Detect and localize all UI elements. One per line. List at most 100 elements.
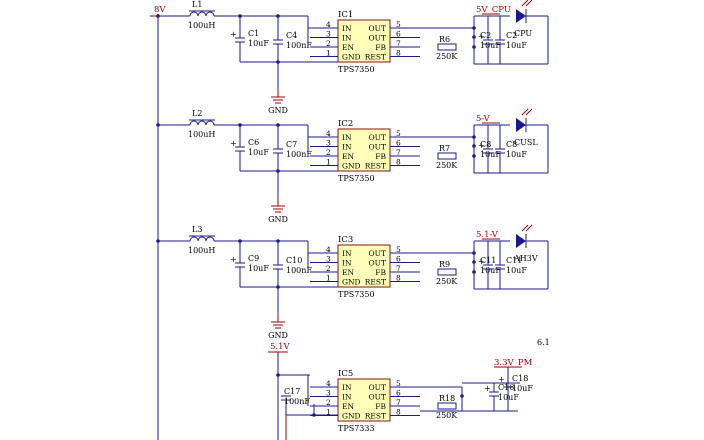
capacitor-value: 10uF <box>506 150 527 159</box>
output-net-label: 5V_CPU <box>476 5 511 15</box>
ic-pin-name-right: OUT <box>369 393 386 402</box>
ic-pin-number-left: 3 <box>326 30 331 39</box>
ic-pin-name-right: REST <box>365 162 386 171</box>
capacitor-value: 10uF <box>506 41 527 50</box>
junction-dot <box>156 14 160 18</box>
inductor-ref: L3 <box>192 225 202 234</box>
junction-dot <box>276 239 280 243</box>
ic-pin-name-left: EN <box>342 152 354 161</box>
led-triangle <box>516 118 526 132</box>
capacitor-value: 10uF <box>498 393 519 402</box>
ic-pin-number-left: 4 <box>326 245 331 254</box>
input-net-label: 5.1V <box>270 342 291 352</box>
ic-pin-name-right: OUT <box>369 249 386 258</box>
ic-pin-number-right: 7 <box>396 148 401 157</box>
capacitor-value: 10uF <box>248 148 269 157</box>
capacitor-ref: C6 <box>248 138 259 147</box>
inductor-coil <box>189 236 215 242</box>
ic-pin-name-right: OUT <box>369 34 386 43</box>
ic-pin-number-left: 4 <box>326 20 331 29</box>
junction-dot <box>276 123 280 127</box>
ic-pin-number-right: 5 <box>396 379 401 388</box>
led-label: CPU <box>514 29 532 38</box>
junction-dot <box>472 26 476 30</box>
ic-pin-number-left: 3 <box>326 255 331 264</box>
ground-label: GND <box>268 215 288 224</box>
ic-pin-number-right: 5 <box>396 129 401 138</box>
junction-dot <box>238 239 242 243</box>
ic-pin-number-right: 5 <box>396 20 401 29</box>
ic-ref: IC1 <box>338 10 353 20</box>
ic-pin-number-right: 6 <box>396 30 401 39</box>
junction-dot <box>472 35 476 39</box>
junction-dot <box>238 14 242 18</box>
ic-pin-name-left: IN <box>342 393 352 402</box>
junction-dot <box>472 144 476 148</box>
junction-dot <box>472 251 476 255</box>
junction-dot <box>156 123 160 127</box>
ic-pin-number-right: 8 <box>396 158 401 167</box>
ic-pin-name-left: GND <box>342 412 361 421</box>
capacitor-polarity: + <box>498 375 505 384</box>
capacitor-value: 100nF <box>286 41 312 50</box>
junction-dot <box>472 260 476 264</box>
resistor-value: 250K <box>436 277 458 286</box>
resistor-body <box>437 152 457 160</box>
junction-dot <box>156 239 160 243</box>
ic-pin-number-right: 7 <box>396 398 401 407</box>
led-label: CUSL <box>514 138 538 147</box>
ic-pin-number-right: 8 <box>396 274 401 283</box>
ic-pin-name-right: OUT <box>369 133 386 142</box>
junction-dot <box>472 270 476 274</box>
ic-ref: IC2 <box>338 119 353 129</box>
ic-pin-number-left: 3 <box>326 139 331 148</box>
ground-label: GND <box>268 331 288 340</box>
inductor-value: 100uH <box>188 246 215 255</box>
ic-pin-name-left: EN <box>342 268 354 277</box>
ic-part: TPS7350 <box>338 290 375 299</box>
ic-pin-number-right: 8 <box>396 408 401 417</box>
led-label: AH3V <box>513 254 538 263</box>
capacitor-ref: C10 <box>286 256 302 265</box>
capacitor-ref: C1 <box>248 29 259 38</box>
inductor-ref: L1 <box>192 0 202 9</box>
ic-pin-number-left: 2 <box>326 39 331 48</box>
ic-pin-name-left: EN <box>342 43 354 52</box>
inductor-value: 100uH <box>188 21 215 30</box>
ic-pin-name-left: IN <box>342 24 352 33</box>
ic-ref: IC5 <box>338 369 353 379</box>
ic-pin-number-left: 2 <box>326 148 331 157</box>
led-ray <box>521 0 529 7</box>
inductor-ref: L2 <box>192 109 202 118</box>
ic-pin-number-left: 4 <box>326 379 331 388</box>
capacitor-ref: C7 <box>286 140 297 149</box>
capacitor-polarity: + <box>484 384 491 393</box>
junction-dot <box>238 123 242 127</box>
ic-pin-name-right: OUT <box>369 383 386 392</box>
capacitor-ref: C17 <box>284 387 300 396</box>
capacitor-ref: C2 <box>480 31 491 40</box>
ic-pin-name-right: FB <box>375 402 386 411</box>
capacitor-value: 10uF <box>480 266 501 275</box>
inductor-coil <box>189 11 215 17</box>
ic-body <box>337 19 391 63</box>
capacitor-ref: C2 <box>506 31 517 40</box>
led-triangle <box>516 9 526 23</box>
capacitor-ref: C9 <box>248 254 259 263</box>
ic-ref: IC3 <box>338 235 353 245</box>
ic-pin-name-left: IN <box>342 259 352 268</box>
ground-label: GND <box>268 106 288 115</box>
ic-pin-number-right: 6 <box>396 255 401 264</box>
junction-dot <box>472 45 476 49</box>
ic-pin-name-left: IN <box>342 34 352 43</box>
ic-pin-name-right: REST <box>365 278 386 287</box>
capacitor-value: 10uF <box>506 266 527 275</box>
ic-pin-number-left: 1 <box>326 274 331 283</box>
capacitor-polarity: + <box>478 32 485 41</box>
capacitor-ref: C4 <box>286 31 297 40</box>
capacitor-value: 10uF <box>512 384 533 393</box>
